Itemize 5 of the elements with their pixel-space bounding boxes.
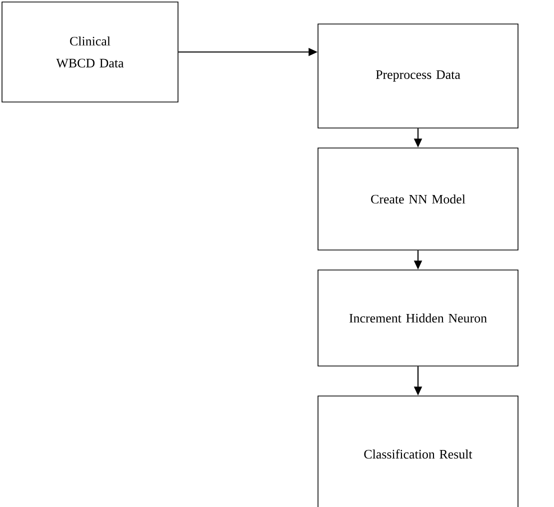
process-box: Increment Hidden Neuron [318,270,518,366]
process-box: Create NN Model [318,148,518,250]
process-box: Preprocess Data [318,24,518,128]
process-box: Classification Result [318,396,518,507]
process-box: Clinical WBCD Data [2,2,178,102]
